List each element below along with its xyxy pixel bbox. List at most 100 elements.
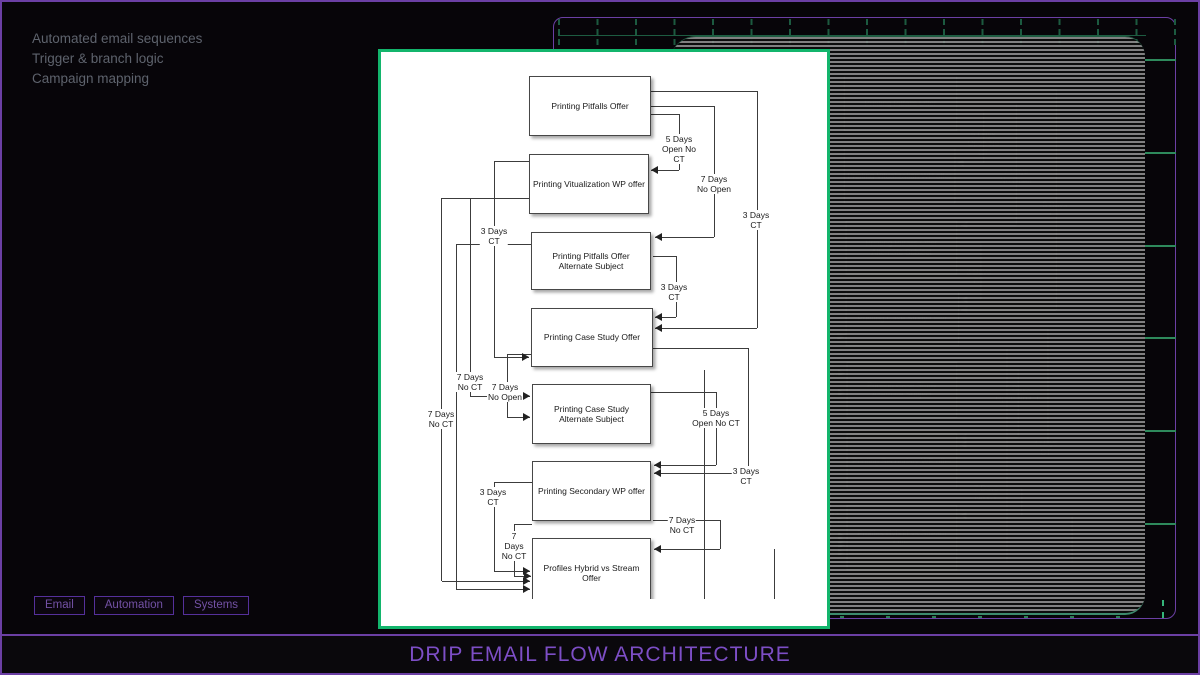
flow-connector [470, 198, 472, 396]
edge-label-line: CT [731, 476, 761, 486]
edge-label-line: Open No [660, 144, 698, 154]
arrowhead-icon [960, 306, 968, 314]
edge-label-line: 3 Days [1033, 438, 1058, 448]
edge-label-line: No Open [695, 184, 733, 194]
flow-node-label: Printing Pitfalls Offer [551, 100, 629, 111]
flow-node-label: Alternate Subject [871, 247, 932, 257]
info-line: Campaign mapping [32, 71, 150, 86]
flow-connector [774, 549, 776, 599]
arrowhead-icon [522, 353, 529, 361]
edge-label-line: CT [1040, 447, 1051, 457]
accent-line [1145, 245, 1176, 247]
flow-connector [507, 417, 530, 419]
edge-label-line: Days [500, 541, 528, 551]
arrowhead-icon [837, 333, 844, 341]
flow-node-label: Profiles Hybrid vs Stream [857, 527, 947, 538]
ruler-ticks-bottom [702, 616, 1142, 618]
accent-line [1145, 523, 1176, 525]
flow-node-label: Printing Vitualization WP offer [847, 171, 952, 181]
flow-connector [959, 242, 981, 244]
arrowhead-icon [957, 159, 964, 167]
edge-label-line: CT [978, 148, 989, 158]
arrowhead-icon [655, 313, 662, 321]
flow-connector [651, 91, 757, 93]
accent-line [1145, 337, 1176, 339]
flow-connector [959, 328, 1048, 330]
arrowhead-icon [523, 567, 530, 575]
edge-label-line: 3 Days [741, 210, 771, 220]
flow-connector [494, 482, 496, 571]
flow-connector [1021, 488, 1023, 516]
edge-label-line: 7 Days [426, 409, 456, 419]
flow-connector [514, 576, 531, 578]
arrowhead-icon [523, 585, 530, 593]
edge-label-line: No CT [455, 382, 485, 392]
edge-label-line: 7 Days [486, 382, 524, 392]
flow-connector [651, 106, 714, 108]
arrowhead-icon [839, 536, 846, 545]
tag-chip-row: Email Automation Systems [34, 596, 250, 615]
info-line: Trigger & branch logic [32, 51, 164, 66]
edge-label-line: CT [1049, 209, 1061, 219]
arrowhead-icon [960, 295, 968, 304]
edge-label-line: 7 Days [695, 174, 733, 184]
edge-label-line: 7 [500, 531, 528, 541]
flow-node-case-study-offer: Printing Case Study Offer [531, 308, 653, 367]
arrowhead-icon [655, 233, 662, 241]
flow-connector [456, 244, 458, 589]
flow-connector [651, 392, 716, 394]
flow-connector [716, 392, 718, 465]
flow-node-vitualization-wp-offer: Printing Vitualization WP offer [529, 154, 649, 214]
tag-chip-email[interactable]: Email [34, 596, 85, 615]
flow-node-label: Printing Case Study [866, 380, 937, 390]
edge-label-line: No CT [667, 525, 697, 535]
flow-connector [957, 369, 1018, 371]
footer-banner: DRIP EMAIL FLOW ARCHITECTURE [2, 634, 1198, 673]
tag-chip-systems[interactable]: Systems [182, 596, 250, 615]
edge-label-line: 3 Days [731, 466, 761, 476]
edge-label-line: 3 Days [1042, 200, 1068, 210]
flow-node-label: Printing Pitfalls Offer [552, 250, 630, 261]
flow-node-secondary-wp-offer: Printing Secondary WP offer [532, 461, 651, 521]
info-line: Automated email sequences [32, 31, 203, 46]
tag-chip-automation[interactable]: Automation [93, 596, 174, 615]
flow-connector [494, 161, 529, 163]
accent-line [1145, 430, 1176, 432]
edge-label-line: CT [479, 236, 509, 246]
arrowhead-icon [654, 545, 661, 553]
flow-connector [957, 103, 1016, 105]
flow-connector [456, 589, 530, 591]
flow-node-label: Printing Case Study [553, 403, 630, 414]
flow-connector [494, 357, 529, 359]
edge-label-line: CT [478, 497, 508, 507]
arrowhead-icon [960, 221, 968, 229]
edge-label-line: CT [660, 154, 698, 164]
flow-connector [651, 170, 679, 172]
flow-connector [651, 114, 679, 116]
flow-connector [829, 492, 847, 494]
edge-label-line: 7 Days [455, 372, 485, 382]
flow-node-label: Offer [582, 573, 601, 583]
flow-node-label: Alternate Subject [871, 389, 932, 400]
flow-connector [494, 571, 530, 573]
arrowhead-icon [655, 324, 662, 332]
flow-node-label: Alternate Subject [559, 414, 624, 424]
flow-node-label: Printing Vitualization WP offer [533, 178, 645, 189]
